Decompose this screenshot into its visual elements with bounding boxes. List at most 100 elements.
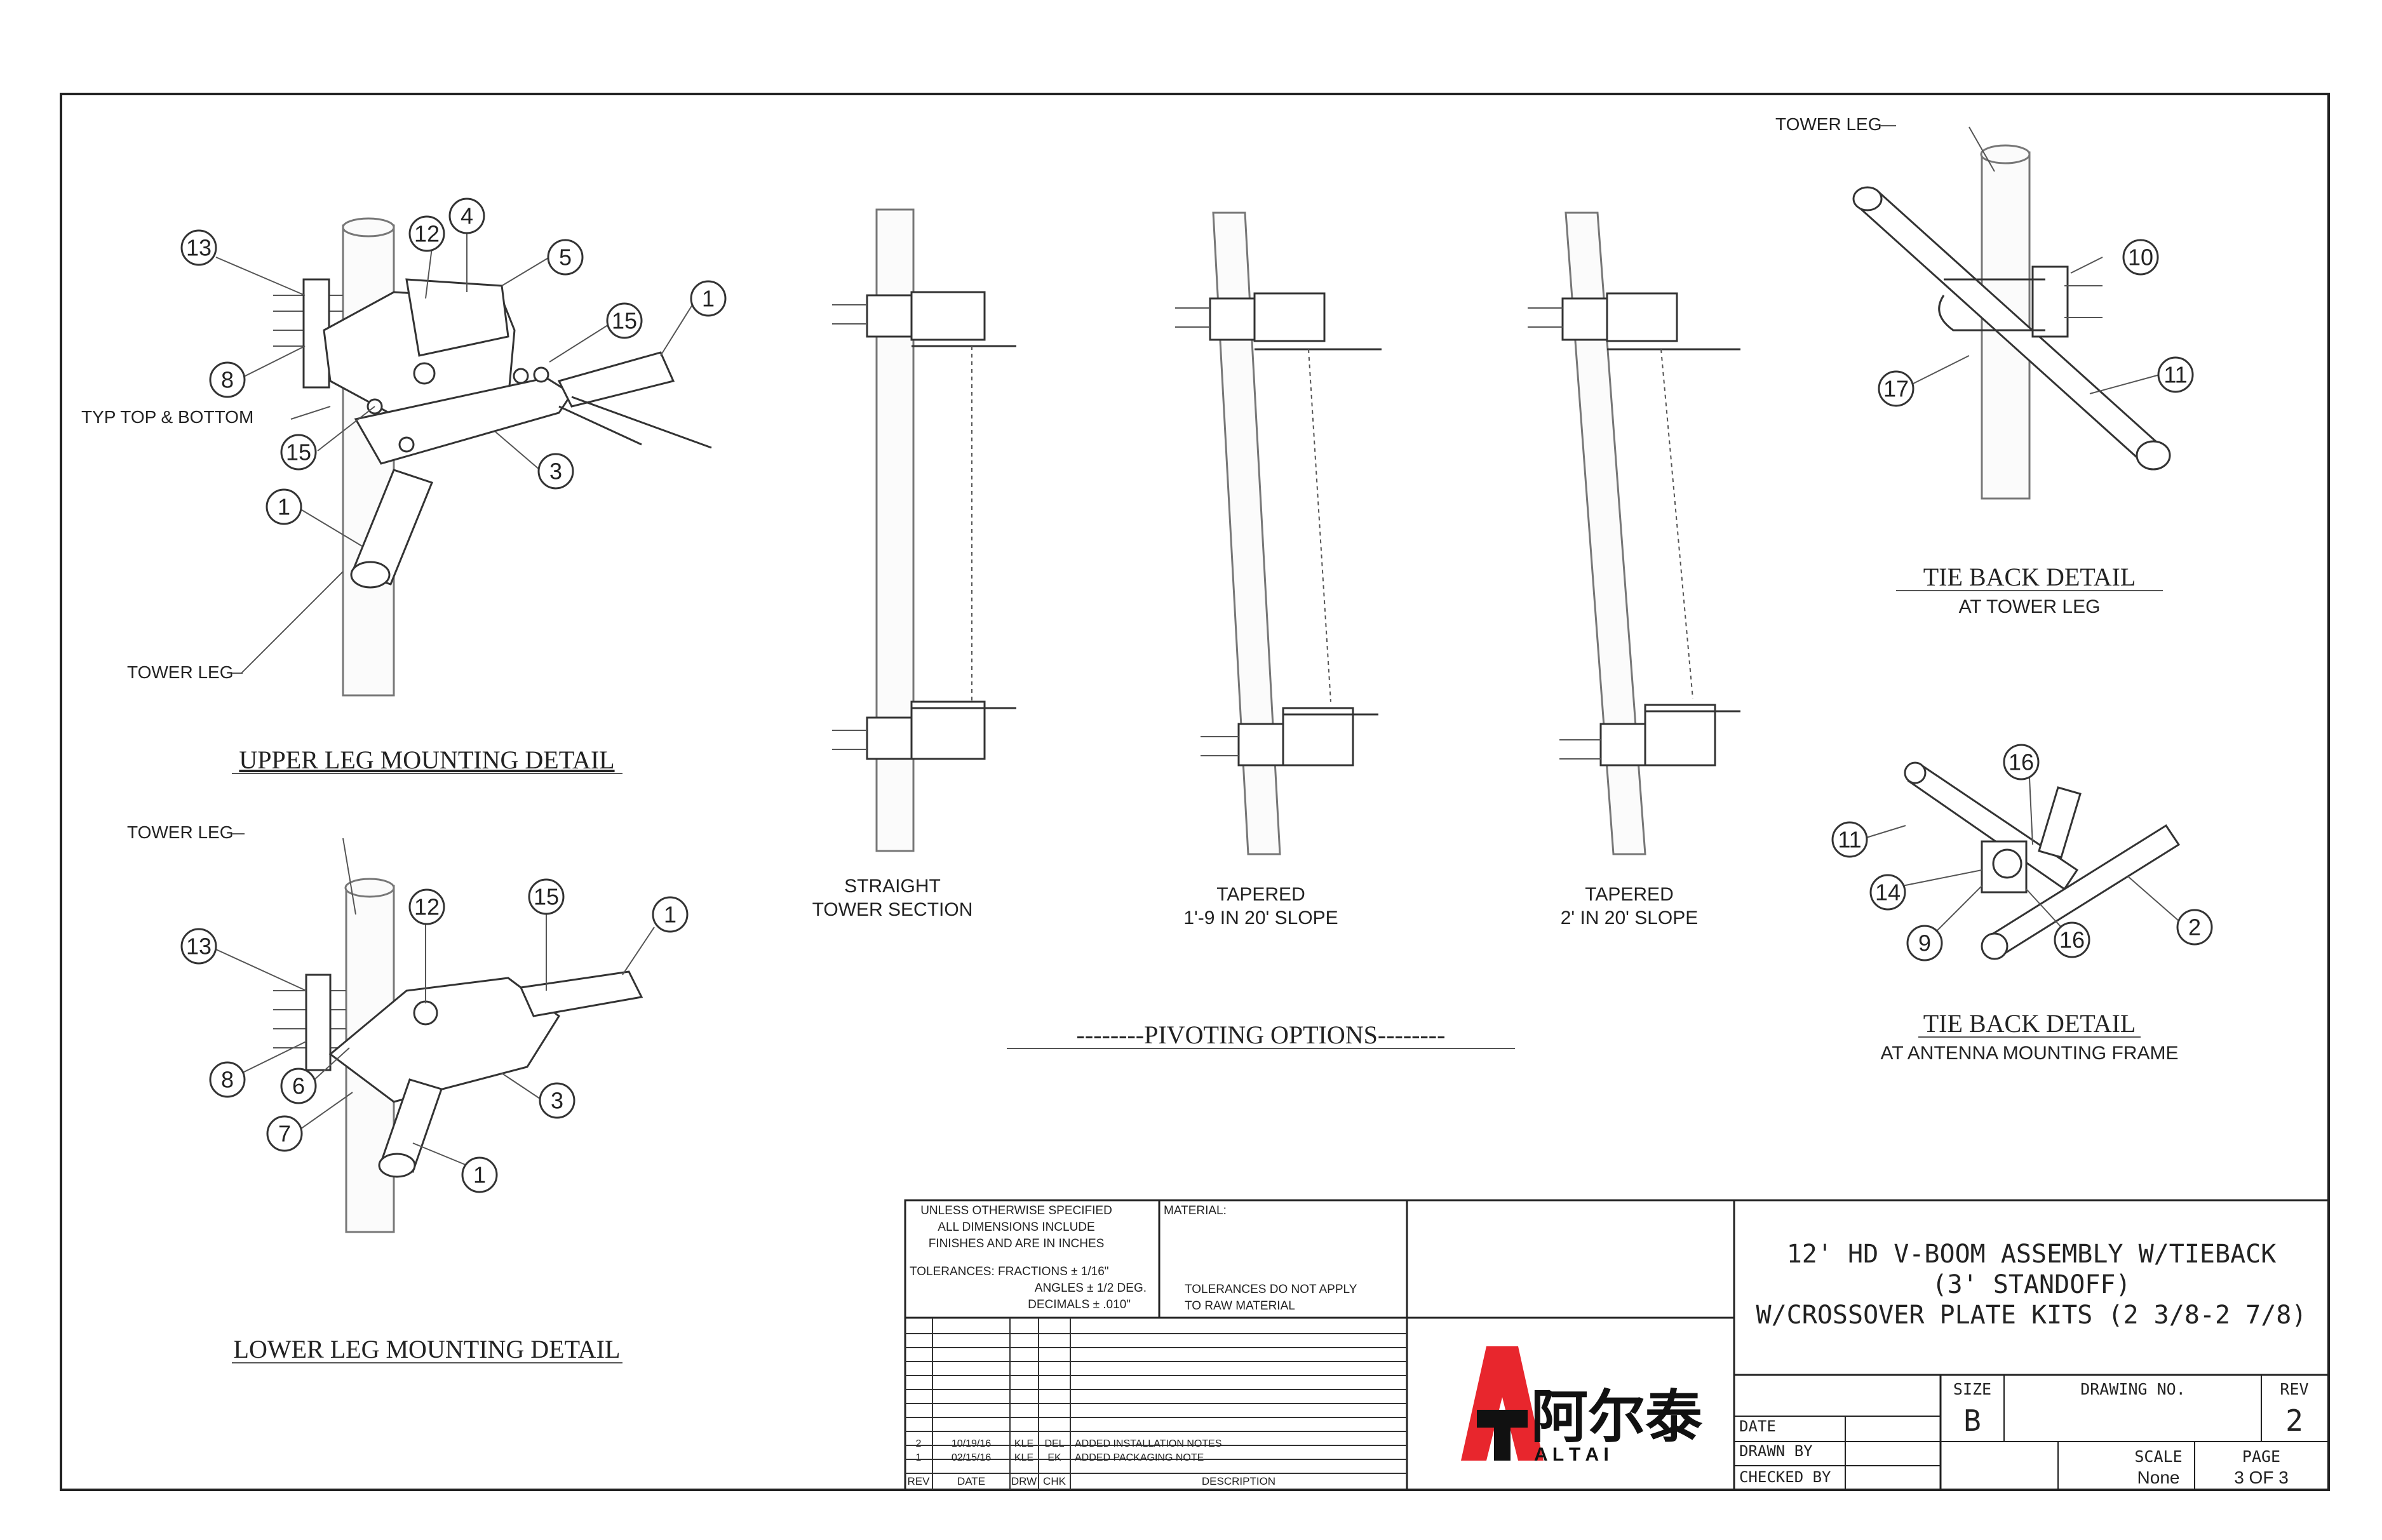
material-label: MATERIAL: <box>1164 1204 1227 1217</box>
callout-balloon: 8 <box>221 1067 234 1093</box>
callout-balloon: 15 <box>534 884 559 910</box>
callout-balloon: 16 <box>2059 927 2085 953</box>
logo-latin: A L T A I <box>1534 1444 1609 1465</box>
tower-leg-note: TOWER LEG <box>1775 114 1882 134</box>
callout-balloon: 4 <box>461 203 473 229</box>
revision-desc: ADDED PACKAGING NOTE <box>1075 1452 1204 1463</box>
callout-balloon: 15 <box>612 308 637 334</box>
logo-chinese: 阿尔泰 <box>1531 1384 1703 1450</box>
callout-balloon: 13 <box>186 235 212 261</box>
tieback-tower-title: TIE BACK DETAIL <box>1923 563 2136 591</box>
option-label: 1'-9 IN 20' SLOPE <box>1183 907 1338 928</box>
callout-balloon: 8 <box>221 367 234 393</box>
revision-date: 10/19/16 <box>952 1438 991 1449</box>
angle-bracket <box>405 278 509 357</box>
revision-drw: KLE <box>1014 1452 1033 1463</box>
callout-balloon: 2 <box>2188 914 2201 941</box>
option-label: TAPERED <box>1585 884 1673 905</box>
pivot-option-tapered-1-9: TAPERED 1'-9 IN 20' SLOPE <box>1175 211 1382 928</box>
tieback-tower-detail: 10 17 11 TOWER LEG TIE BACK DETAIL AT TO… <box>1775 114 2194 617</box>
spec-line: ANGLES ± 1/2 DEG. <box>1035 1282 1147 1295</box>
callout-balloon: 12 <box>414 894 440 920</box>
scale-label: SCALE <box>2134 1447 2182 1466</box>
callout-balloon: 3 <box>551 1088 563 1114</box>
drawing-no-label: DRAWING NO. <box>2080 1380 2186 1398</box>
logo-bar <box>1477 1410 1528 1428</box>
callout-balloon: 13 <box>186 934 212 960</box>
title-block: UNLESS OTHERWISE SPECIFIED ALL DIMENSION… <box>904 1199 2330 1491</box>
pivoting-options-title: --------PIVOTING OPTIONS-------- <box>1077 1021 1446 1049</box>
scale-value: None <box>2137 1468 2180 1487</box>
rev-header: DRW <box>1011 1475 1037 1487</box>
altai-logo: 阿尔泰 A L T A I <box>1461 1346 1703 1465</box>
tower-leg-pipe-top <box>342 217 395 238</box>
callout-balloon: 1 <box>664 902 676 928</box>
drawing-title-line: W/CROSSOVER PLATE KITS (2 3/8-2 7/8) <box>1756 1301 2307 1330</box>
revision-rev: 1 <box>916 1452 922 1463</box>
callout-balloon: 1 <box>278 494 290 520</box>
checked-by-label: CHECKED BY <box>1739 1468 1831 1486</box>
spec-line: TOLERANCES: FRACTIONS ± 1/16" <box>910 1265 1109 1278</box>
logo-mark <box>1461 1346 1544 1461</box>
nut <box>413 362 436 385</box>
drawing-title-line: 12' HD V-BOOM ASSEMBLY W/TIEBACK <box>1787 1240 2277 1269</box>
callout-balloon: 1 <box>702 286 715 312</box>
u-bolt-plate <box>305 974 332 1071</box>
callout-balloon: 7 <box>278 1121 291 1147</box>
callout-balloon: 17 <box>1883 376 1909 402</box>
tower-leg-note: TOWER LEG <box>127 822 234 842</box>
callout-balloon: 3 <box>549 459 562 485</box>
size-value: B <box>1963 1403 1981 1438</box>
option-label: 2' IN 20' SLOPE <box>1561 907 1699 928</box>
size-label: SIZE <box>1953 1380 1991 1398</box>
rev-header: CHK <box>1043 1475 1067 1487</box>
callout-balloon: 11 <box>2163 362 2187 388</box>
spec-line: ALL DIMENSIONS INCLUDE <box>938 1221 1094 1234</box>
drawing-title-line: (3' STANDOFF) <box>1932 1270 2130 1299</box>
revision-date: 02/15/16 <box>952 1452 991 1463</box>
option-label: STRAIGHT <box>844 876 941 897</box>
date-label: DATE <box>1739 1417 1776 1435</box>
upper-leg-title: UPPER LEG MOUNTING DETAIL <box>239 746 614 774</box>
tieback-frame-subtitle: AT ANTENNA MOUNTING FRAME <box>1881 1043 2179 1064</box>
lower-leg-detail: 12 15 1 13 8 6 3 7 1 TOWER LEG LOWER LEG… <box>127 822 689 1363</box>
rev-header: DATE <box>957 1475 985 1487</box>
tolerance-note: TO RAW MATERIAL <box>1185 1299 1295 1313</box>
rev-header: DESCRIPTION <box>1202 1475 1275 1487</box>
crossover-plate <box>328 977 561 1103</box>
rev-value: 2 <box>2285 1403 2303 1438</box>
revision-chk: DEL <box>1044 1438 1064 1449</box>
revision-rev: 2 <box>916 1438 922 1449</box>
pivot-option-tapered-2: TAPERED 2' IN 20' SLOPE <box>1528 211 1740 928</box>
callout-balloon: 15 <box>286 439 311 465</box>
tieback-frame-title: TIE BACK DETAIL <box>1923 1009 2136 1038</box>
callout-balloon: 11 <box>1838 827 1861 853</box>
rev-header: REV <box>908 1475 931 1487</box>
lower-leg-title: LOWER LEG MOUNTING DETAIL <box>234 1335 621 1363</box>
pivot-option-straight: STRAIGHT TOWER SECTION <box>812 208 1016 920</box>
spec-line: UNLESS OTHERWISE SPECIFIED <box>920 1204 1112 1217</box>
callout-balloon: 9 <box>1918 930 1931 956</box>
callout-balloon: 10 <box>2128 244 2153 271</box>
typ-top-bottom-note: TYP TOP & BOTTOM <box>81 407 253 427</box>
spec-line: DECIMALS ± .010" <box>1028 1298 1131 1311</box>
callout-balloon: 5 <box>559 244 572 271</box>
tieback-tower-subtitle: AT TOWER LEG <box>1959 596 2101 617</box>
spec-line: FINISHES AND ARE IN INCHES <box>929 1237 1105 1250</box>
upper-leg-detail: 13 12 4 5 15 1 8 15 3 1 TYP TOP & BOTTOM… <box>81 198 727 774</box>
rev-label: REV <box>2280 1380 2308 1398</box>
callout-balloon: 12 <box>414 221 440 247</box>
callout-balloon: 6 <box>292 1073 305 1099</box>
tieback-frame-detail: 16 11 14 9 16 2 TIE BACK DETAIL AT ANTEN… <box>1831 744 2213 1064</box>
tower-leg-note: TOWER LEG <box>127 662 234 682</box>
option-label: TAPERED <box>1216 884 1305 905</box>
drawn-by-label: DRAWN BY <box>1739 1442 1813 1460</box>
revision-drw: KLE <box>1014 1438 1033 1449</box>
page-label: PAGE <box>2242 1447 2280 1466</box>
page-value: 3 OF 3 <box>2234 1468 2289 1487</box>
revision-desc: ADDED INSTALLATION NOTES <box>1075 1438 1221 1449</box>
tolerance-note: TOLERANCES DO NOT APPLY <box>1185 1283 1357 1296</box>
option-label: TOWER SECTION <box>812 899 973 920</box>
